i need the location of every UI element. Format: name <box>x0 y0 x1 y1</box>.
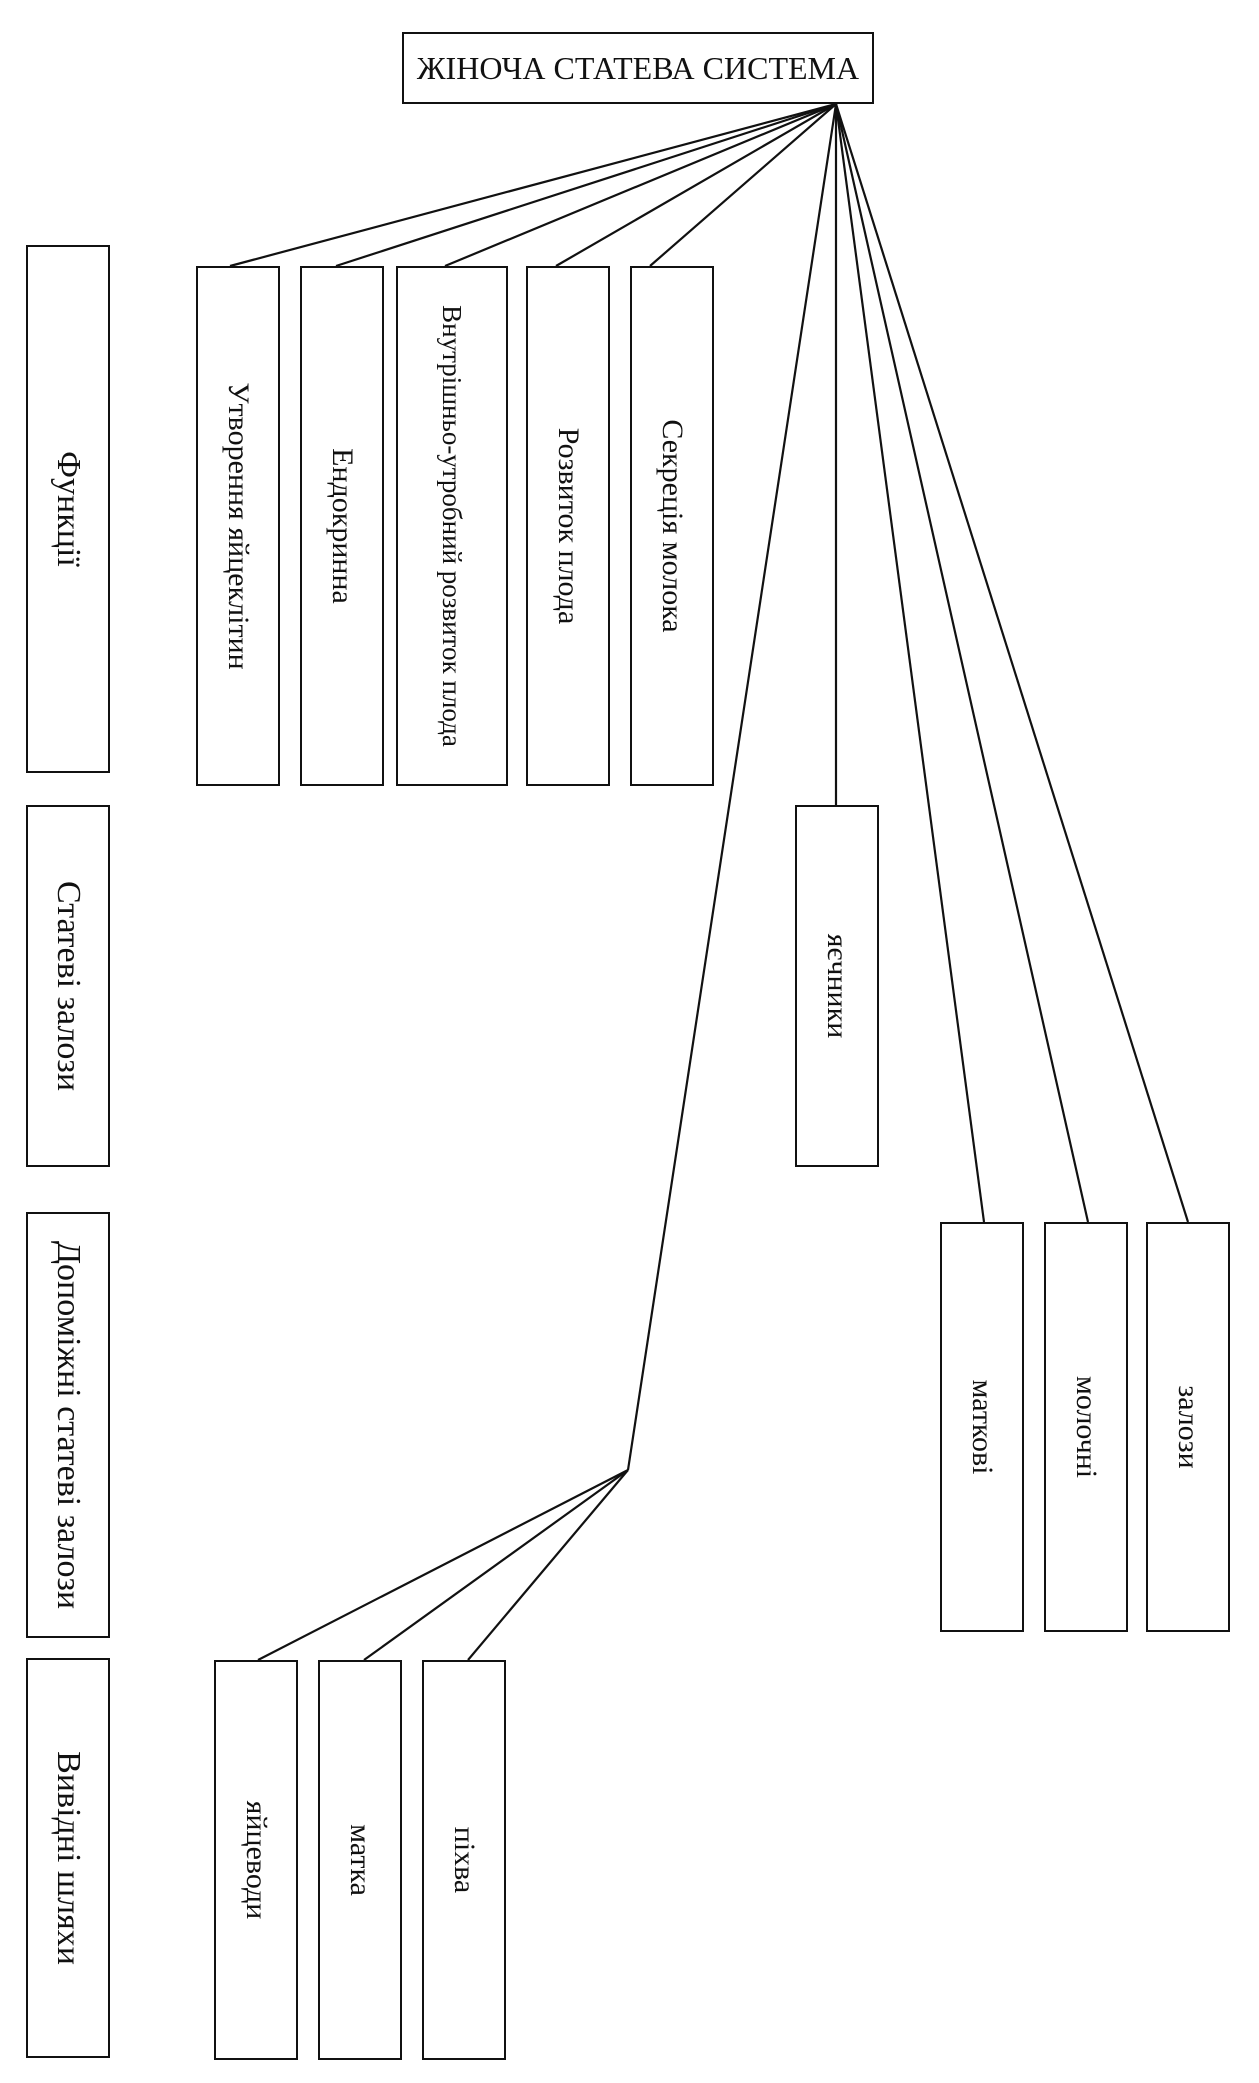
sex-gland-box: яєчники <box>795 805 879 1167</box>
connector-accessory-1 <box>834 103 986 1223</box>
duct-label: матка <box>343 1824 377 1896</box>
connector-accessory-2 <box>834 103 1090 1223</box>
row-header-functions: Функції <box>26 245 110 773</box>
connector-duct-3 <box>467 1469 629 1661</box>
connector-function-5 <box>649 103 837 267</box>
function-box: Внутрішньо-утробний розвиток плода <box>396 266 508 786</box>
duct-label: яйцеводи <box>239 1800 273 1920</box>
function-box: Розвиток плода <box>526 266 610 786</box>
row-header-ducts-label: Вивідні шляхи <box>49 1751 87 1965</box>
duct-box: піхва <box>422 1660 506 2060</box>
connector-ducts-trunk <box>626 103 838 1471</box>
row-header-accessory-glands-label: Допоміжні статеві залози <box>49 1240 87 1610</box>
accessory-gland-box: залози <box>1146 1222 1230 1632</box>
function-label: Ендокринна <box>325 448 359 604</box>
function-box: Ендокринна <box>300 266 384 786</box>
row-header-sex-glands: Статеві залози <box>26 805 110 1167</box>
accessory-gland-label: молочні <box>1069 1375 1103 1479</box>
accessory-gland-label: залози <box>1171 1385 1205 1469</box>
function-box: Секреція молока <box>630 266 714 786</box>
connector-function-2 <box>335 102 837 268</box>
accessory-gland-label: маткові <box>965 1379 999 1475</box>
function-label: Розвиток плода <box>551 427 585 625</box>
accessory-gland-box: молочні <box>1044 1222 1128 1632</box>
row-header-sex-glands-label: Статеві залози <box>49 880 87 1092</box>
function-label: Утворення яйцеклітин <box>221 382 255 670</box>
row-header-accessory-glands: Допоміжні статеві залози <box>26 1212 110 1638</box>
row-header-ducts: Вивідні шляхи <box>26 1658 110 2058</box>
connector-function-1 <box>229 102 837 268</box>
accessory-gland-box: маткові <box>940 1222 1024 1632</box>
connector-function-4 <box>555 103 837 267</box>
connector-duct-2 <box>363 1469 629 1661</box>
connector-duct-1 <box>257 1469 629 1661</box>
function-label: Внутрішньо-утробний розвиток плода <box>437 305 468 747</box>
function-label: Секреція молока <box>655 419 689 633</box>
duct-label: піхва <box>447 1826 481 1894</box>
row-header-functions-label: Функції <box>49 451 87 567</box>
function-box: Утворення яйцеклітин <box>196 266 280 786</box>
diagram-title: ЖІНОЧА СТАТЕВА СИСТЕМА <box>402 32 874 104</box>
duct-box: яйцеводи <box>214 1660 298 2060</box>
connector-function-3 <box>444 102 837 268</box>
duct-box: матка <box>318 1660 402 2060</box>
connector-accessory-3 <box>834 103 1190 1223</box>
sex-gland-label: яєчники <box>820 933 854 1039</box>
